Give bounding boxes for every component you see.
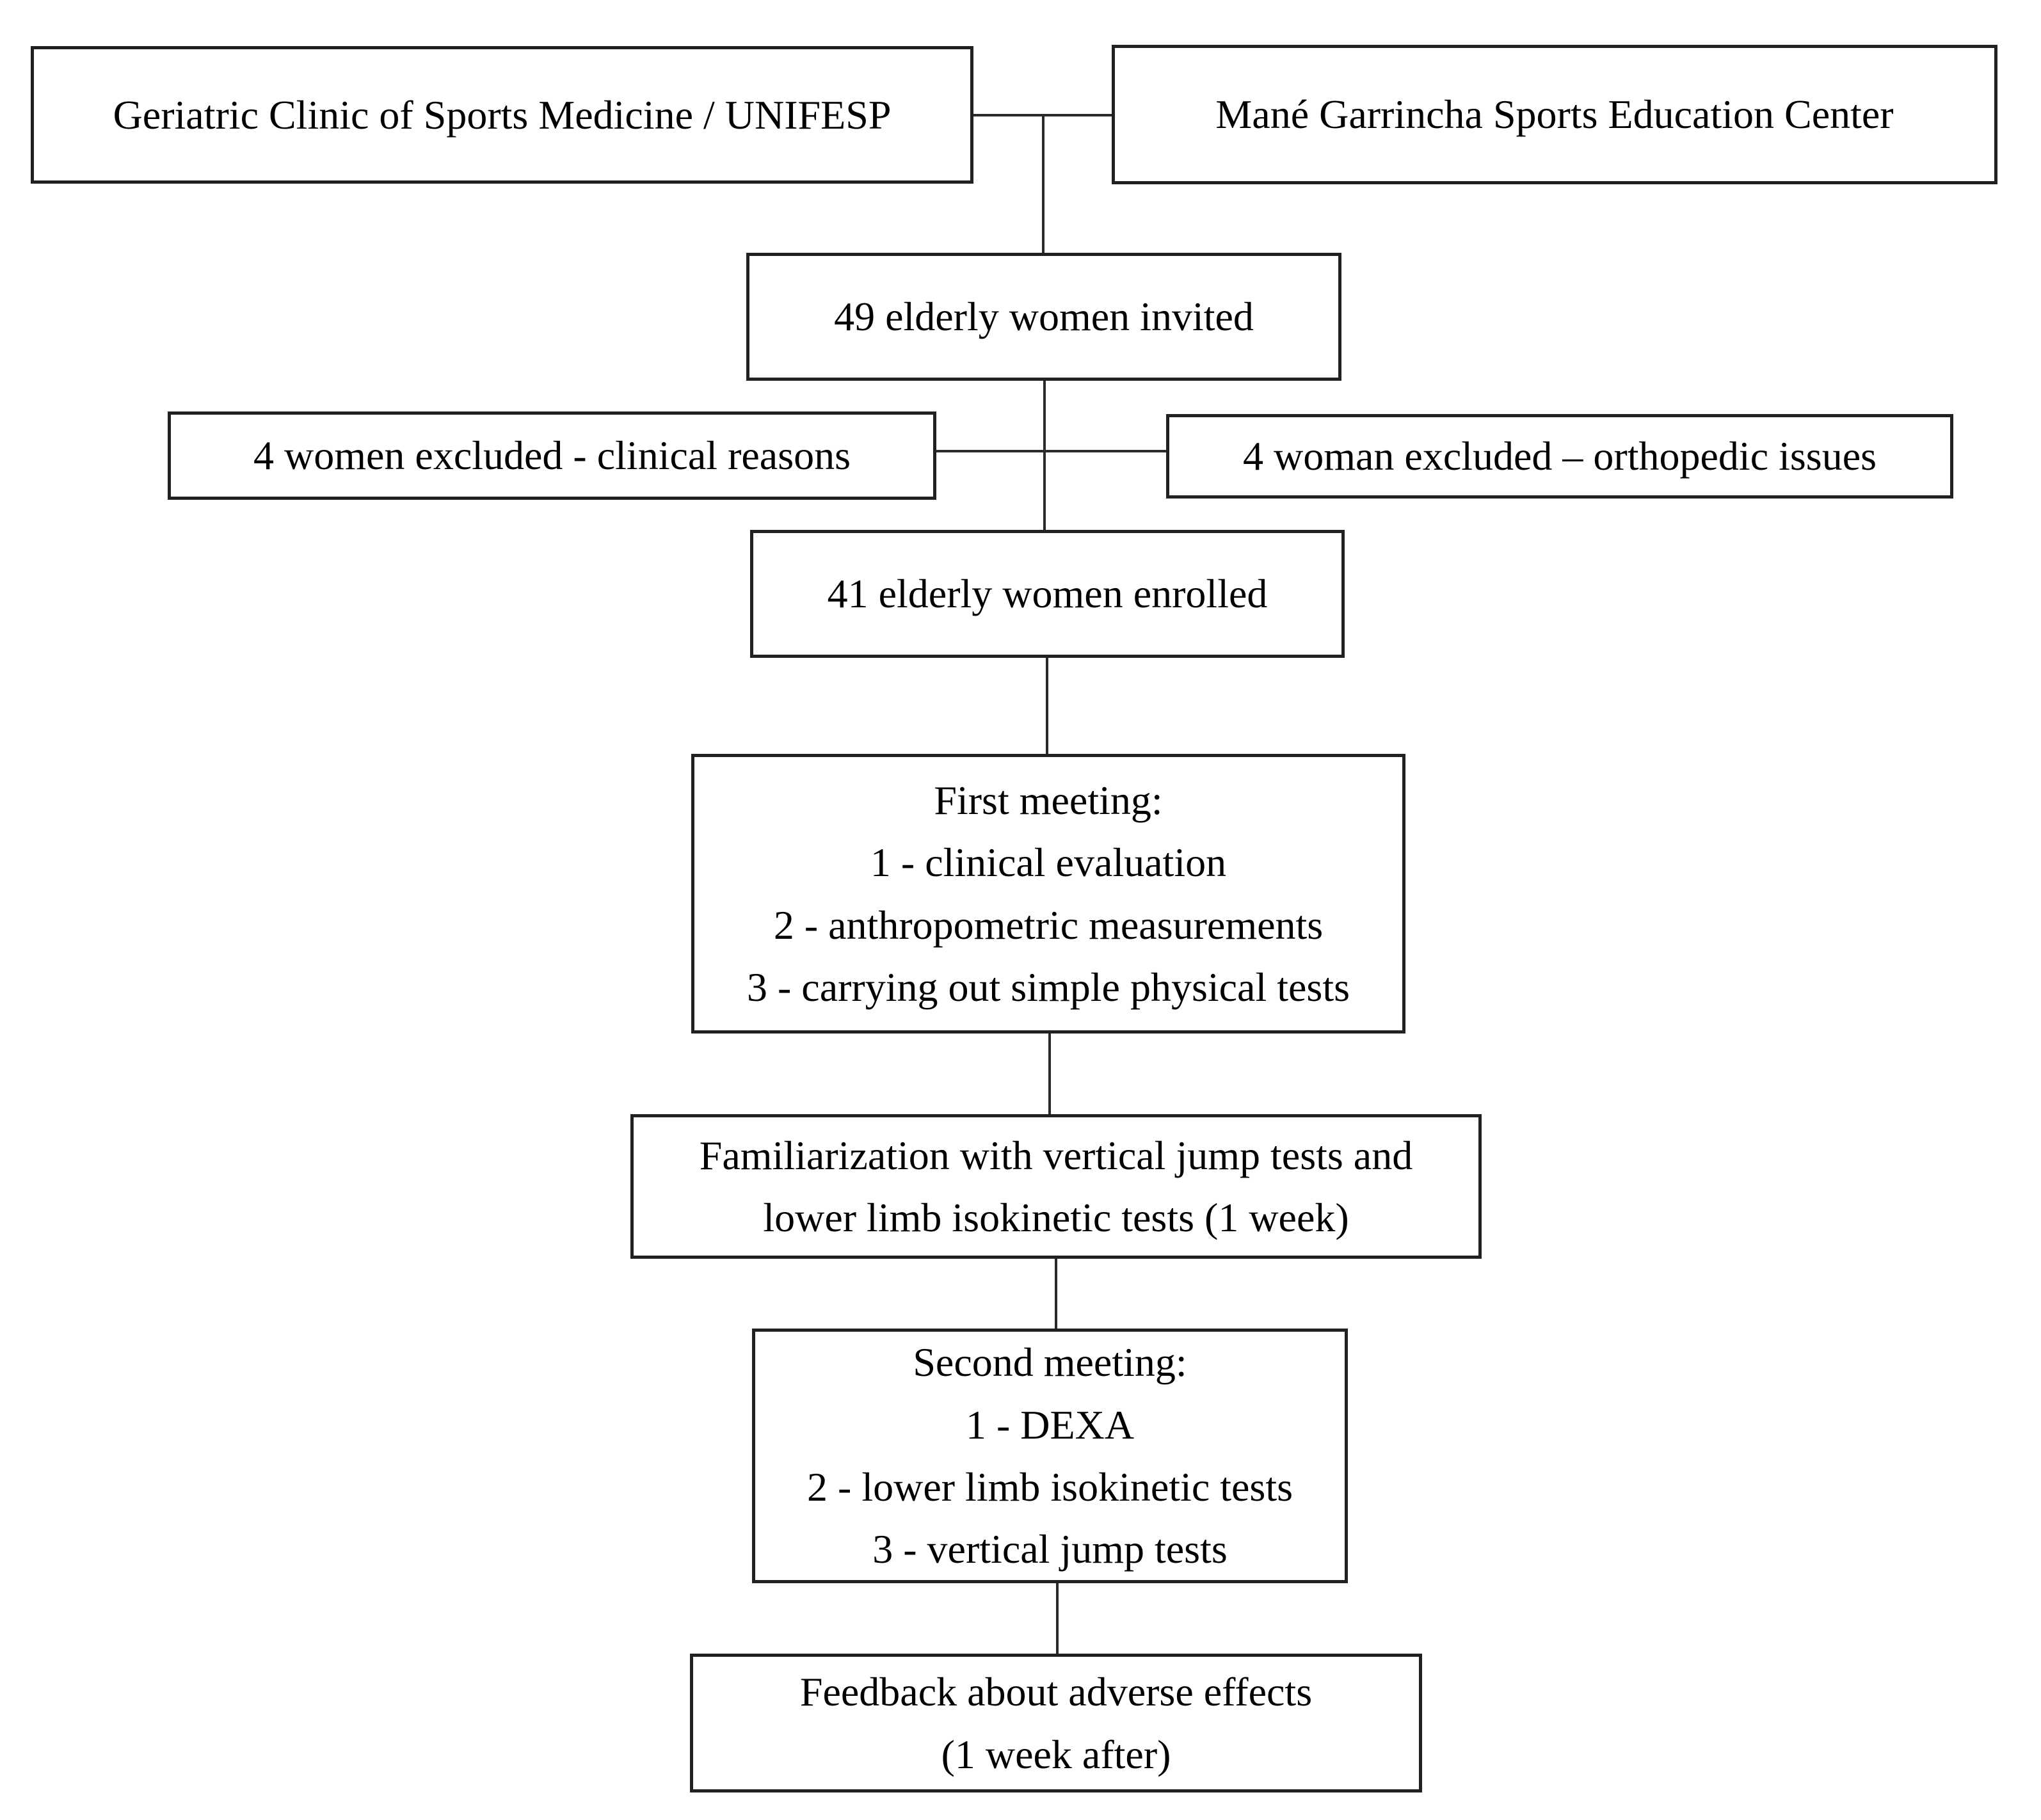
node-line: Second meeting: [913,1339,1187,1385]
node-line: 2 - lower limb isokinetic tests [807,1464,1293,1510]
node-line: 1 - clinical evaluation [870,840,1227,886]
node-line: 1 - DEXA [965,1401,1135,1448]
node-enrolled: 41 elderly women enrolled [750,530,1345,658]
node-line: (1 week after) [941,1731,1171,1777]
node-second-meeting: Second meeting: 1 - DEXA 2 - lower limb … [752,1329,1348,1583]
node-feedback: Feedback about adverse effects (1 week a… [690,1654,1422,1792]
connector-enrolled-to-first [1046,655,1048,756]
node-mane-garrincha: Mané Garrincha Sports Education Center [1112,45,1997,184]
connector-familiarization-to-second [1055,1256,1057,1331]
node-invited: 49 elderly women invited [746,253,1341,381]
node-line: Familiarization with vertical jump tests… [699,1132,1413,1178]
connector-exclusion-cross [934,450,1168,452]
node-label: 4 women excluded - clinical reasons [253,433,851,479]
connector-invited-to-enrolled [1043,378,1046,532]
node-line: 2 - anthropometric measurements [773,902,1324,948]
node-first-meeting: First meeting: 1 - clinical evaluation 2… [691,754,1405,1034]
node-line: First meeting: [934,777,1163,823]
node-familiarization: Familiarization with vertical jump tests… [630,1114,1482,1259]
node-excluded-clinical: 4 women excluded - clinical reasons [168,411,936,500]
node-line: 3 - carrying out simple physical tests [746,964,1350,1010]
node-line: Feedback about adverse effects [799,1669,1313,1715]
node-label: 4 woman excluded – orthopedic issues [1243,433,1877,479]
connector-drop-to-invited [1042,114,1045,256]
node-geriatric-clinic: Geriatric Clinic of Sports Medicine / UN… [31,46,973,184]
node-label: 49 elderly women invited [834,294,1254,340]
node-label: 41 elderly women enrolled [827,571,1268,617]
node-line: 3 - vertical jump tests [872,1526,1228,1572]
connector-first-to-familiarization [1048,1031,1051,1117]
connector-second-to-feedback [1056,1581,1059,1656]
node-line: lower limb isokinetic tests (1 week) [763,1195,1349,1240]
node-label: Geriatric Clinic of Sports Medicine / UN… [113,92,892,138]
node-excluded-orthopedic: 4 woman excluded – orthopedic issues [1166,414,1953,499]
node-label: Mané Garrincha Sports Education Center [1215,92,1894,138]
